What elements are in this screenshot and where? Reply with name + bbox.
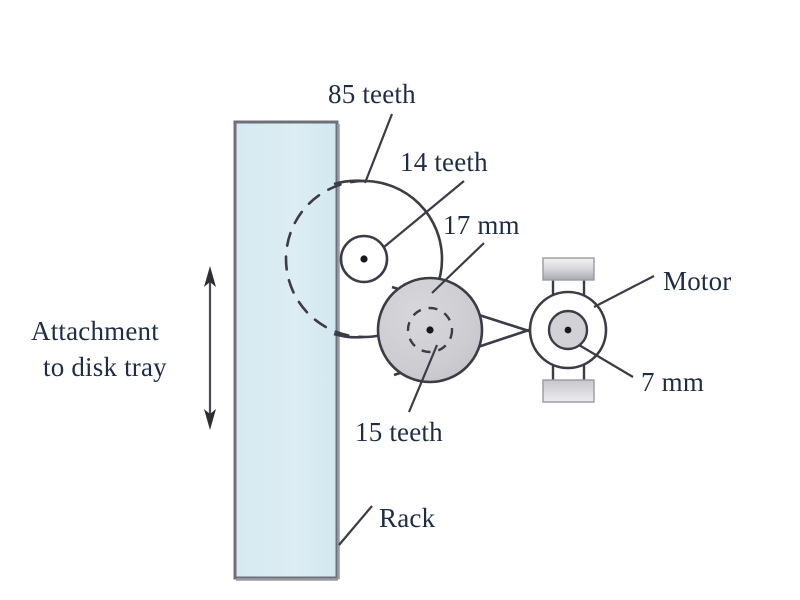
leader-85-teeth (363, 113, 394, 184)
label-rack: Rack (379, 503, 436, 533)
leader-7-mm (578, 344, 634, 378)
motor-bottom-bracket (542, 379, 595, 403)
leader-17-mm (431, 242, 485, 294)
motor-top-bracket (542, 257, 595, 281)
label-85-teeth: 85 teeth (328, 79, 416, 109)
label-attachment-line2: to disk tray (43, 352, 167, 382)
rack-assembly (233, 120, 340, 581)
pinion-14-teeth (339, 234, 389, 284)
label-attachment-line1: Attachment (31, 316, 159, 346)
label-14-teeth: 14 teeth (400, 147, 488, 177)
label-17-mm: 17 mm (443, 210, 520, 240)
label-15-teeth: 15 teeth (355, 417, 443, 447)
travel-arrow-head-up (204, 266, 216, 287)
leader-rack (338, 505, 373, 546)
pulley-large-pitch-circle (406, 306, 454, 354)
label-motor: Motor (663, 266, 732, 296)
leader-14-teeth (383, 180, 465, 248)
pulley-large-17mm (376, 276, 484, 384)
motor-assembly (528, 257, 608, 403)
rack-body (233, 120, 339, 580)
gear-85-hidden-arc (284, 179, 366, 339)
leader-lines (338, 113, 655, 546)
motor-center-dot (564, 326, 572, 334)
gear-85-bottom-cap (333, 332, 365, 339)
leader-motor (593, 275, 655, 308)
gear-85-top-cap (333, 179, 365, 186)
label-7-mm: 7 mm (641, 367, 704, 397)
pulley-large-center-dot (426, 326, 434, 334)
travel-arrow-head-down (204, 409, 216, 430)
leader-15-teeth (407, 344, 439, 413)
pinion-14-center-dot (360, 255, 368, 263)
travel-direction-arrow (204, 266, 216, 430)
